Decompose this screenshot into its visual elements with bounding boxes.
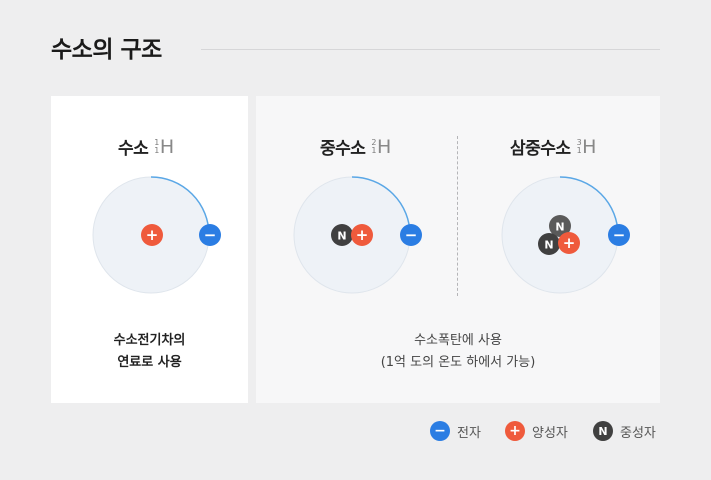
atomic-number: 1 (154, 145, 159, 155)
isotope-name: 중수소 (320, 139, 366, 159)
caption-line: (1억 도의 온도 하에서 가능) (380, 355, 536, 370)
svg-text:+: + (146, 226, 159, 244)
caption-line: 수소폭탄에 사용 (414, 333, 502, 348)
svg-text:+: + (356, 226, 369, 244)
isotope-symbol: 3 1 H (576, 135, 597, 158)
page-title: 수소의 구조 (51, 37, 162, 63)
svg-text:−: − (204, 226, 217, 244)
isotope-name: 수소 (118, 139, 149, 159)
svg-text:+: + (563, 234, 576, 252)
orbit-arc (351, 176, 411, 236)
atom-hydrogen: + − (92, 176, 221, 294)
svg-text:−: − (613, 226, 626, 244)
svg-text:N: N (544, 239, 553, 252)
proton: + (351, 224, 373, 246)
svg-text:−: − (405, 226, 418, 244)
isotope-name: 삼중수소 (510, 139, 571, 159)
mass-number: 3 (576, 137, 582, 147)
atom-tritium: N N + − (501, 176, 630, 294)
neutron: N (549, 215, 571, 237)
atomic-number: 1 (371, 145, 377, 155)
isotope-title-deuterium: 중수소 2 1 H (320, 134, 391, 160)
element-symbol: H (159, 135, 174, 158)
proton-icon: + (505, 421, 525, 441)
electron: − (400, 224, 422, 246)
legend-label: 중성자 (620, 425, 656, 441)
orbit-arc (559, 176, 619, 236)
legend-proton: + 양성자 (505, 421, 568, 441)
isotope-symbol: 1 1 H (154, 135, 174, 158)
atom-deuterium: N + − (293, 176, 422, 294)
neutron-icon: N (593, 421, 613, 441)
legend-label: 양성자 (532, 425, 568, 441)
neutron: N (538, 233, 560, 255)
electron: − (608, 224, 630, 246)
legend-electron: − 전자 (430, 421, 481, 441)
mass-number: 2 (371, 137, 377, 147)
mass-number: 1 (154, 137, 159, 147)
svg-text:N: N (337, 230, 346, 243)
neutron: N (331, 224, 353, 246)
element-symbol: H (582, 135, 596, 158)
proton: + (558, 232, 580, 254)
orbit-arc (150, 176, 210, 236)
element-symbol: H (377, 135, 391, 158)
isotope-title-tritium: 삼중수소 3 1 H (510, 134, 597, 160)
caption-heavy-isotopes: 수소폭탄에 사용 (1억 도의 온도 하에서 가능) (256, 330, 660, 374)
isotope-title-hydrogen: 수소 1 1 H (118, 134, 174, 160)
legend-neutron: N 중성자 (593, 421, 656, 441)
caption-hydrogen: 수소전기차의 연료로 사용 (51, 330, 248, 374)
proton: + (141, 224, 163, 246)
electron-icon: − (430, 421, 450, 441)
isotope-symbol: 2 1 H (371, 135, 391, 158)
svg-text:N: N (555, 221, 564, 234)
title-rule (201, 49, 660, 50)
legend-label: 전자 (457, 425, 481, 441)
caption-line: 연료로 사용 (117, 355, 182, 370)
atomic-number: 1 (576, 145, 582, 155)
caption-line: 수소전기차의 (113, 333, 186, 348)
isotope-divider (457, 136, 458, 296)
electron: − (199, 224, 221, 246)
